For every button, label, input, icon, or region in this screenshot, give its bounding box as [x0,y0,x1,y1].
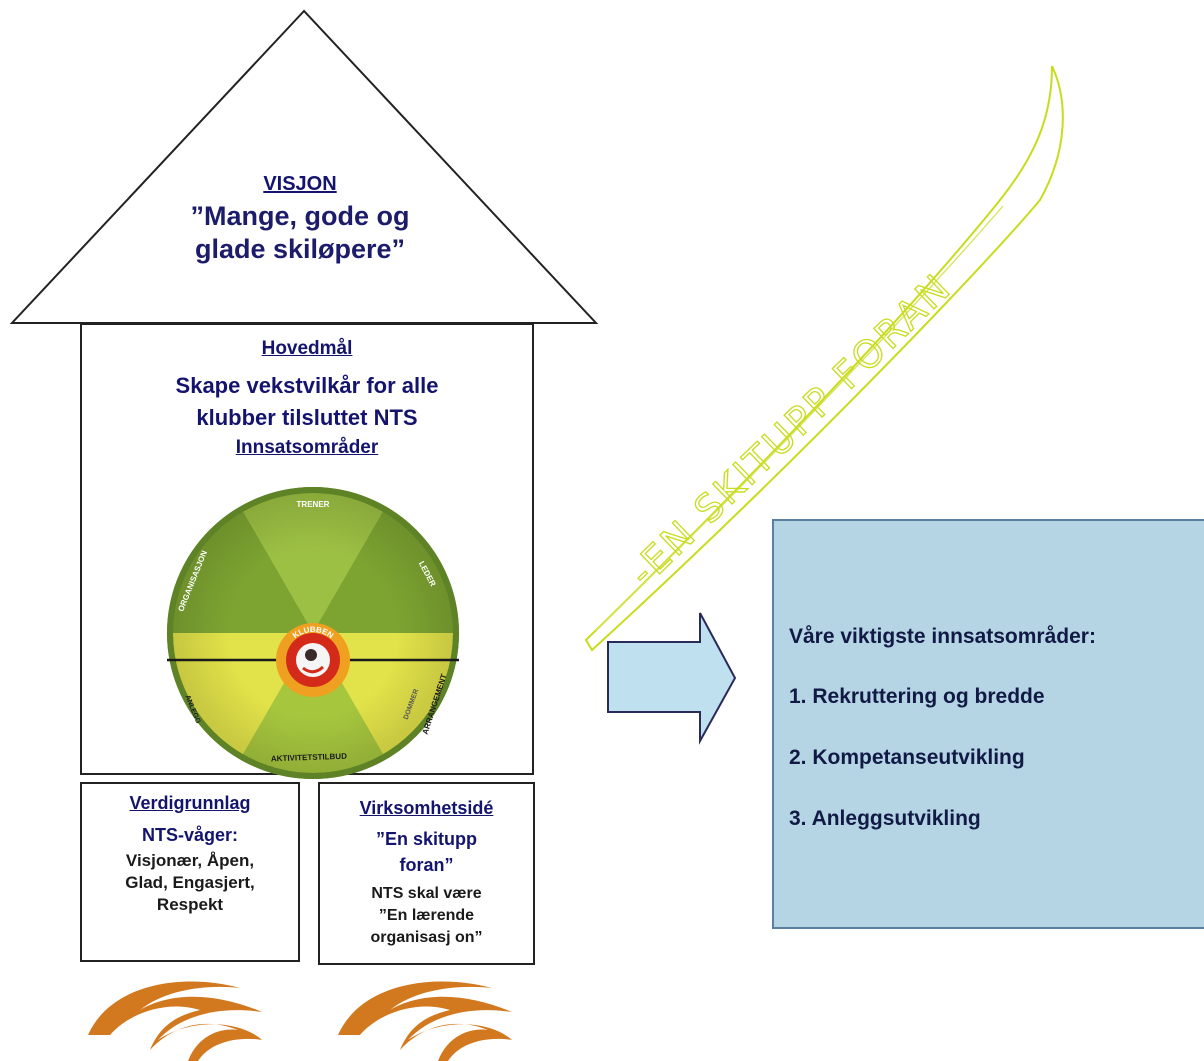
business-idea-slogan-line1: ”En skitupp [375,829,477,849]
values-title: Verdigrunnlag [129,793,251,813]
flame-right [338,981,512,1061]
values-subtitle: NTS-våger: [141,825,239,845]
right-arrow [607,612,737,745]
business-idea-line2: ”En lærende [378,907,475,924]
business-idea-title: Virksomhetsidé [359,798,494,818]
values-box [80,782,300,962]
main-goal-text: Skape vekstvilkår for alle klubber tilsl… [80,370,534,434]
main-goal-line1: Skape vekstvilkår for alle [175,373,439,398]
business-idea-box [318,782,535,965]
ski-shape [584,65,1064,652]
panel-item-1: 1. Rekruttering og bredde [789,685,1045,708]
vision-title: VISJON [263,173,337,195]
values-list: Visjonær, Åpen, Glad, Engasjert, Respekt [80,850,300,916]
focus-areas-title: Innsatsområder [235,437,379,458]
focus-areas-panel [772,519,1204,929]
business-idea-line3: organisasj on” [370,929,483,946]
roof-triangle [9,9,599,324]
business-idea-text: NTS skal være ”En lærende organisasj on” [330,883,523,949]
segment-label-aktivitetstilbud: AKTIVITETSTILBUD [271,752,347,764]
panel-item-2: 2. Kompetanseutvikling [789,746,1025,769]
panel-item-3: 3. Anleggsutvikling [789,807,981,830]
values-line3: Respekt [156,895,224,914]
panel-title: Våre viktigste innsatsområder: [789,625,1096,648]
flame-left [88,981,262,1061]
vision-text-line1: ”Mange, gode og [190,201,410,231]
business-idea-slogan-line2: foran” [399,855,454,875]
values-line1: Visjonær, Åpen, [125,851,255,870]
main-goal-title: Hovedmål [261,338,353,359]
segment-label-trener: TRENER [297,500,330,509]
business-idea-line1: NTS skal være [371,885,482,902]
main-goal-line2: klubber tilsluttet NTS [196,405,418,430]
vision-text: ”Mange, gode og glade skiløpere” [120,200,480,266]
business-idea-slogan: ”En skitupp foran” [360,826,493,878]
values-line2: Glad, Engasjert, [125,873,255,892]
ski-inner-line [595,205,1004,631]
innsats-wheel: KLUBBEN TRENER LEDER ARRANGEMENT DOMMER … [167,487,459,779]
vision-text-line2: glade skiløpere” [194,234,406,264]
wheel-rim [167,487,459,779]
